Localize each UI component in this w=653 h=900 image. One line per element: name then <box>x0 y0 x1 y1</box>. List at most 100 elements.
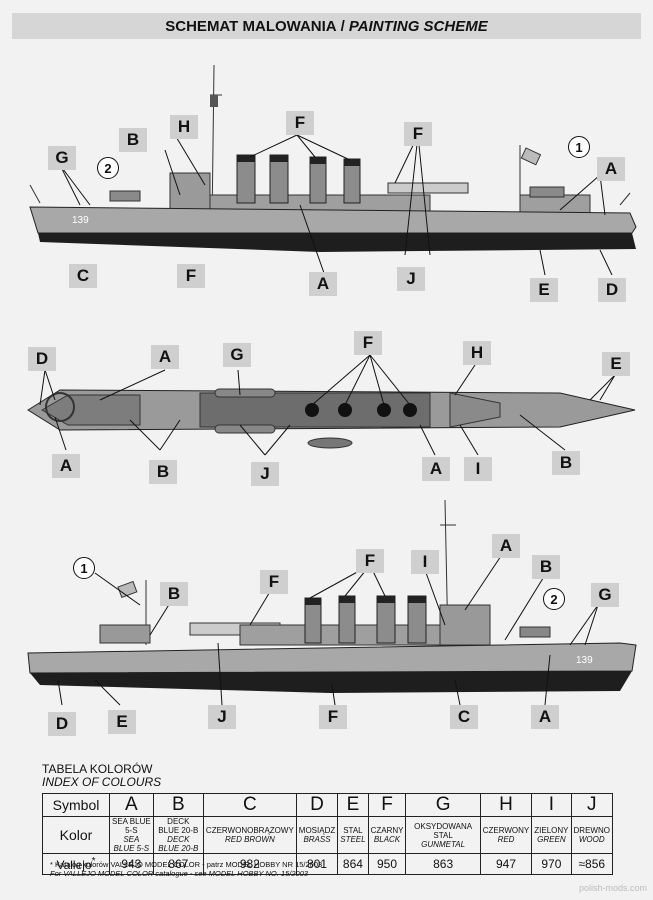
legend-title-en: INDEX OF COLOURS <box>42 775 162 789</box>
symbol-header: Symbol <box>42 793 110 817</box>
label-f-view1-right: F <box>404 122 432 146</box>
label-d-view2: D <box>28 347 56 371</box>
label-a-view1-right: A <box>597 157 625 181</box>
label-j-view3: J <box>208 705 236 729</box>
symbol-cell: H <box>479 793 533 817</box>
ship-side-view-starboard: 139 <box>29 64 637 276</box>
label-f-view2: F <box>354 331 382 355</box>
label-e-view3: E <box>108 710 136 734</box>
label-d-view3: D <box>48 712 76 736</box>
colour-name-pl: OKSYDOWANA STAL <box>414 821 473 840</box>
label-g-view3: G <box>591 583 619 607</box>
footnote-en: For VALLEJO MODEL COLOR catalogue - see … <box>50 869 309 878</box>
label-b-view2-left: B <box>149 460 177 484</box>
vallejo-cell: 970 <box>531 853 572 875</box>
colour-index-table: Symbol A B C D E F G H I J Kolor SEA BLU… <box>42 793 614 875</box>
symbol-cell: D <box>295 793 339 817</box>
vallejo-row: Vallejo* 943 867 982 801 864 950 863 947… <box>42 853 614 875</box>
label-f-view3-bottom: F <box>319 705 347 729</box>
colour-name-pl: CZARNY <box>370 826 404 835</box>
legend-title: TABELA KOLORÓW INDEX OF COLOURS <box>42 763 161 789</box>
label-a-view1-bottom: A <box>309 272 337 296</box>
colour-name-pl: STAL <box>343 826 363 835</box>
colour-name-en: RED BROWN <box>224 835 275 844</box>
callout-2-view1: 2 <box>97 157 119 179</box>
vallejo-cell: 801 <box>295 853 339 875</box>
vallejo-cell: 943 <box>109 853 154 875</box>
legend-title-pl: TABELA KOLORÓW <box>42 762 153 776</box>
symbol-cell: E <box>337 793 369 817</box>
label-f-view3-left: F <box>260 570 288 594</box>
callout-2-view3: 2 <box>543 588 565 610</box>
colour-name-en: BLACK <box>373 835 401 844</box>
label-g-view2: G <box>223 343 251 367</box>
header-title-pl: SCHEMAT MALOWANIA <box>165 17 337 35</box>
vallejo-cell: 864 <box>337 853 369 875</box>
hull-number-port: 139 <box>576 655 593 666</box>
callout-1-view3: 1 <box>73 557 95 579</box>
footnote: * Katalog kolorów VALLEJO MODEL COLOR - … <box>50 860 322 878</box>
label-b-view1: B <box>119 128 147 152</box>
colour-name-en: DECK BLUE 20-B <box>158 835 199 853</box>
label-a-view3-bottom: A <box>531 705 559 729</box>
vallejo-footnote-mark: * <box>91 856 96 867</box>
label-b-view2-right: B <box>552 451 580 475</box>
label-f-view1-top: F <box>286 111 314 135</box>
symbol-cell: I <box>531 793 572 817</box>
label-j-view2: J <box>251 462 279 486</box>
colour-name-en: BRASS <box>303 835 331 844</box>
label-a-view2-left: A <box>52 454 80 478</box>
label-a-view2-top: A <box>151 345 179 369</box>
colour-name-pl: DECK BLUE 20-B <box>158 817 199 835</box>
colour-name-en: WOOD <box>578 835 605 844</box>
symbol-cell: J <box>570 793 614 817</box>
label-e-view2: E <box>602 352 630 376</box>
symbol-cell: C <box>202 793 297 817</box>
label-i-view3: I <box>411 550 439 574</box>
watermark: polish-mods.com <box>578 883 647 893</box>
label-j-view1: J <box>397 267 425 291</box>
hull-number: 139 <box>72 215 89 226</box>
vallejo-cell: 950 <box>367 853 407 875</box>
vallejo-cell: 863 <box>405 853 481 875</box>
label-c-view1: C <box>69 264 97 288</box>
colour-name-pl: MOSIĄDZ <box>298 826 336 835</box>
label-g-view1: G <box>48 146 76 170</box>
symbol-cell: A <box>109 793 154 817</box>
colour-name-en: GREEN <box>537 835 566 844</box>
colour-name-pl: ZIELONY <box>534 826 569 835</box>
vallejo-cell: ≈856 <box>570 853 614 875</box>
label-f-view1-bottom: F <box>177 264 205 288</box>
label-i-view2: I <box>464 457 492 481</box>
label-a-view2-right: A <box>422 457 450 481</box>
label-d-view1: D <box>598 278 626 302</box>
callout-1-view1: 1 <box>568 136 590 158</box>
vallejo-cell: 982 <box>202 853 297 875</box>
label-b-view3-left: B <box>160 582 188 606</box>
symbol-row: Symbol A B C D E F G H I J <box>42 793 614 817</box>
colour-name-pl: CZERWONOBRĄZOWY <box>205 826 294 835</box>
kolor-header: Kolor <box>42 816 110 854</box>
label-h-view2: H <box>463 341 491 365</box>
colour-name-en: STEEL <box>340 835 366 844</box>
ship-top-view <box>27 355 636 456</box>
label-f-view3-top: F <box>356 549 384 573</box>
label-a-view3-top: A <box>492 534 520 558</box>
colour-name-en: RED <box>497 835 515 844</box>
vallejo-cell: 867 <box>152 853 204 875</box>
label-b-view3-right: B <box>532 555 560 579</box>
symbol-cell: F <box>367 793 407 817</box>
colour-name-pl: DREWNO <box>573 826 610 835</box>
vallejo-label: Vallejo <box>56 858 92 872</box>
colour-name-pl: CZERWONY <box>482 826 530 835</box>
colour-name-en: SEA BLUE 5-S <box>113 835 150 853</box>
